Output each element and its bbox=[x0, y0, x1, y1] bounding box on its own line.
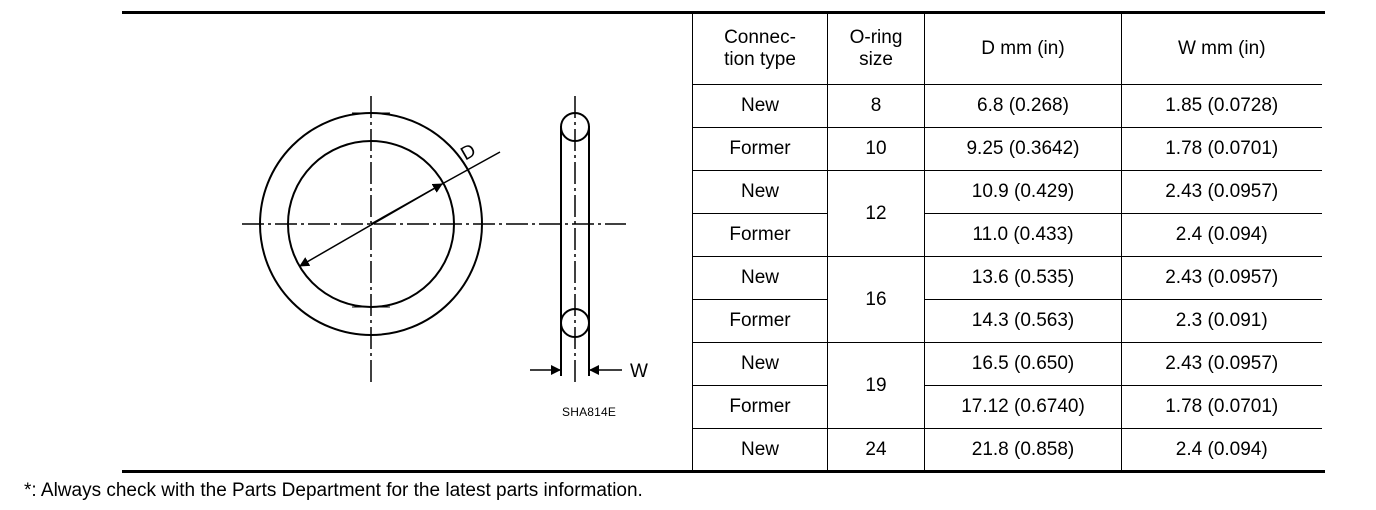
connection-type-cell: New bbox=[692, 170, 828, 214]
side-section-top bbox=[560, 112, 590, 142]
d-value-cell: 6.8 (0.268) bbox=[924, 84, 1122, 128]
o-ring-size-cell: 10 bbox=[827, 127, 925, 171]
footnote: *: Always check with the Parts Departmen… bbox=[24, 480, 643, 501]
top-rule bbox=[122, 11, 1325, 14]
w-value-cell: 1.78 (0.0701) bbox=[1121, 385, 1322, 429]
d-value-cell: 11.0 (0.433) bbox=[924, 213, 1122, 257]
w-value-cell: 2.3 (0.091) bbox=[1121, 299, 1322, 343]
bottom-rule bbox=[122, 470, 1325, 473]
d-value-cell: 9.25 (0.3642) bbox=[924, 127, 1122, 171]
connection-type-cell: New bbox=[692, 256, 828, 300]
o-ring-size-cell: 19 bbox=[827, 342, 925, 429]
table-row: New 12 10.9 (0.429) 2.43 (0.0957) bbox=[692, 170, 1322, 257]
table-row: New 24 21.8 (0.858) 2.4 (0.094) bbox=[692, 428, 1322, 471]
connection-type-cell: Former bbox=[692, 127, 828, 171]
o-ring-size-cell: 8 bbox=[827, 84, 925, 128]
connection-type-cell: New bbox=[692, 342, 828, 386]
w-value-cell: 2.43 (0.0957) bbox=[1121, 256, 1322, 300]
d-value-cell: 13.6 (0.535) bbox=[924, 256, 1122, 300]
o-ring-size-cell: 12 bbox=[827, 170, 925, 257]
w-value-cell: 2.43 (0.0957) bbox=[1121, 170, 1322, 214]
connection-type-cell: New bbox=[692, 428, 828, 471]
d-value-cell: 10.9 (0.429) bbox=[924, 170, 1122, 214]
header-d: D mm (in) bbox=[924, 14, 1122, 85]
connection-type-cell: Former bbox=[692, 385, 828, 429]
figure-id: SHA814E bbox=[562, 405, 617, 419]
w-value-cell: 2.43 (0.0957) bbox=[1121, 342, 1322, 386]
w-value-cell: 1.85 (0.0728) bbox=[1121, 84, 1322, 128]
w-value-cell: 2.4 (0.094) bbox=[1121, 428, 1322, 471]
o-ring-drawing bbox=[242, 96, 626, 386]
connection-type-cell: Former bbox=[692, 299, 828, 343]
o-ring-size-cell: 16 bbox=[827, 256, 925, 343]
d-value-cell: 14.3 (0.563) bbox=[924, 299, 1122, 343]
w-value-cell: 1.78 (0.0701) bbox=[1121, 127, 1322, 171]
side-section-bottom bbox=[560, 308, 590, 338]
table-row: Former 10 9.25 (0.3642) 1.78 (0.0701) bbox=[692, 127, 1322, 171]
o-ring-diagram: D W SHA814E bbox=[122, 14, 693, 470]
w-value-cell: 2.4 (0.094) bbox=[1121, 213, 1322, 257]
table-row: New 8 6.8 (0.268) 1.85 (0.0728) bbox=[692, 84, 1322, 128]
w-label: W bbox=[630, 361, 648, 382]
table-row: New 16 13.6 (0.535) 2.43 (0.0957) bbox=[692, 256, 1322, 343]
d-value-cell: 17.12 (0.6740) bbox=[924, 385, 1122, 429]
header-w: W mm (in) bbox=[1121, 14, 1322, 85]
table-row: Former 11.0 (0.433) 2.4 (0.094) bbox=[692, 213, 1322, 257]
connection-type-cell: Former bbox=[692, 213, 828, 257]
table-row: Former 14.3 (0.563) 2.3 (0.091) bbox=[692, 299, 1322, 343]
o-ring-size-cell: 24 bbox=[827, 428, 925, 471]
d-value-cell: 21.8 (0.858) bbox=[924, 428, 1122, 471]
table-row: New 19 16.5 (0.650) 2.43 (0.0957) bbox=[692, 342, 1322, 429]
header-connection-type: Connec-tion type bbox=[692, 14, 828, 85]
d-value-cell: 16.5 (0.650) bbox=[924, 342, 1122, 386]
table-row: Former 17.12 (0.6740) 1.78 (0.0701) bbox=[692, 385, 1322, 429]
connection-type-cell: New bbox=[692, 84, 828, 128]
